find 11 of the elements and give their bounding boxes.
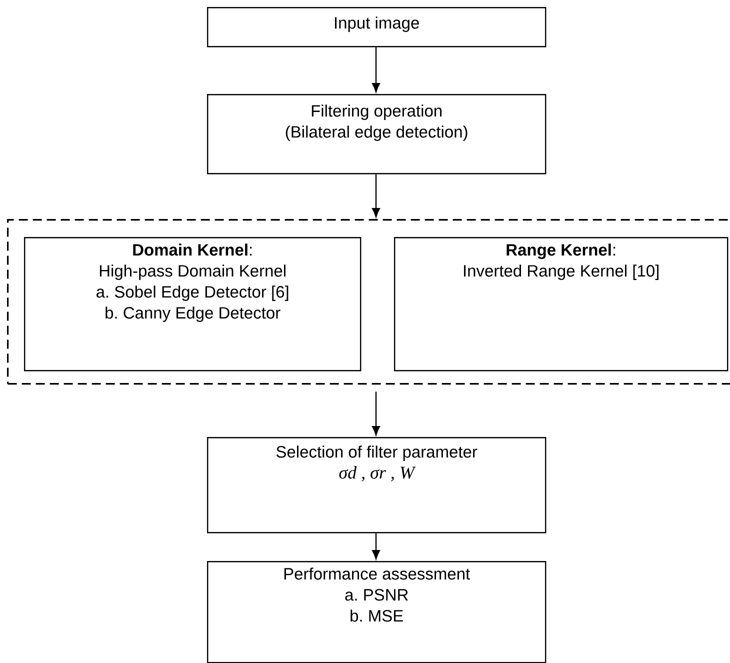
process-box: Domain Kernel: High-pass Domain Kernel a. Sobel Edge Detector [6] b. Canny Edge Detector <box>24 237 362 372</box>
process-box: Filtering operation (Bilateral edge detection) <box>207 94 546 174</box>
process-box: Range Kernel: Inverted Range Kernel [10] <box>394 237 728 372</box>
arrow <box>372 533 380 560</box>
group-box <box>7 219 730 385</box>
arrow <box>372 392 380 436</box>
arrow <box>372 47 380 92</box>
process-box: Selection of filter parameter σd , σr , W <box>207 437 546 534</box>
process-box: Input image <box>207 7 546 48</box>
process-box: Performance assessment a. PSNR b. MSE <box>207 561 546 663</box>
arrow <box>372 174 380 218</box>
